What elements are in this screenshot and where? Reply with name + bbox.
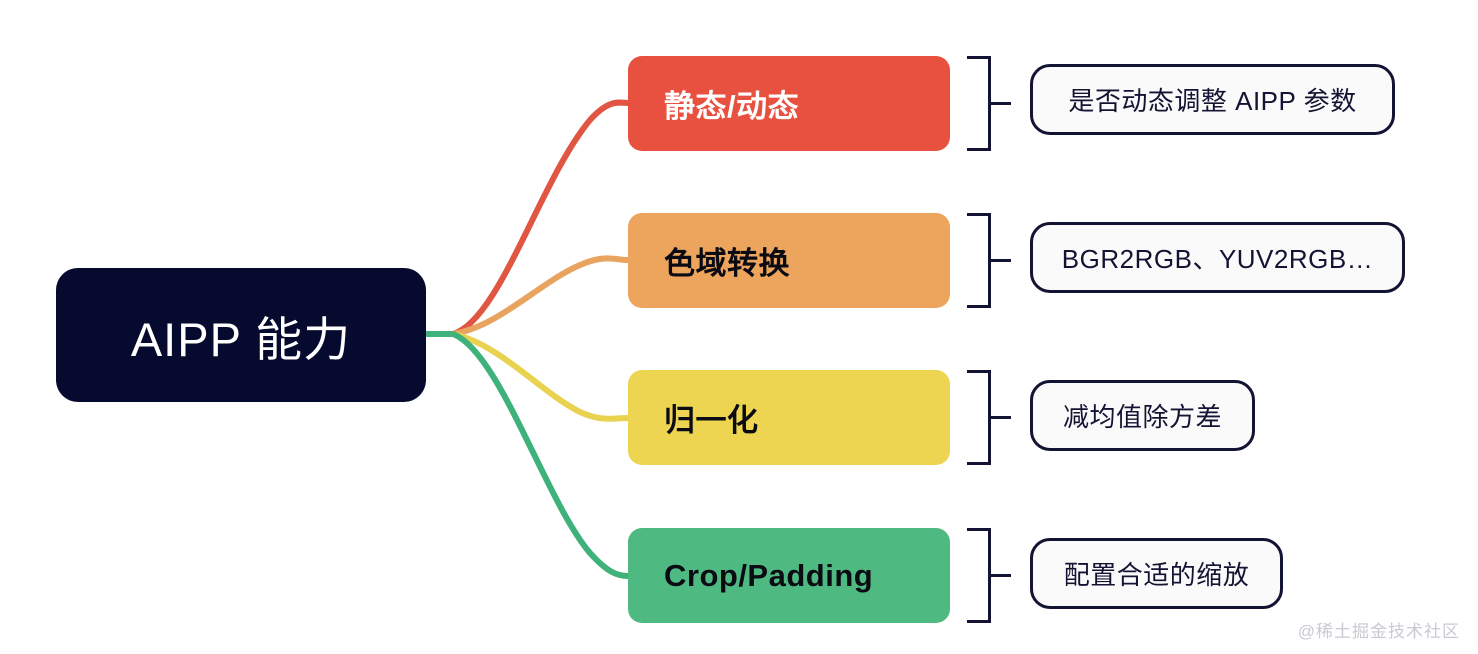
- connector-branch-1: [450, 99, 631, 337]
- detail-node-color-space[interactable]: BGR2RGB、YUV2RGB…: [1030, 222, 1405, 293]
- root-node[interactable]: AIPP 能力: [56, 268, 426, 402]
- detail-node-label: BGR2RGB、YUV2RGB…: [1061, 244, 1374, 274]
- connector-branch-3: [450, 331, 631, 422]
- branch-node-label: 色域转换: [664, 246, 790, 281]
- branch-node-color-space[interactable]: 色域转换: [628, 213, 950, 308]
- detail-node-label: 减均值除方差: [1062, 402, 1222, 432]
- detail-node-label: 是否动态调整 AIPP 参数: [1068, 86, 1357, 116]
- connector-branch-2: [450, 255, 631, 337]
- bracket-stem-4: [991, 574, 1011, 577]
- bracket-connector-3: [967, 370, 991, 465]
- detail-node-label: 配置合适的缩放: [1063, 560, 1250, 590]
- watermark: @稀土掘金技术社区: [1297, 622, 1460, 641]
- branch-node-crop-padding[interactable]: Crop/Padding: [628, 528, 950, 623]
- detail-node-crop-padding[interactable]: 配置合适的缩放: [1030, 538, 1283, 609]
- bracket-connector-1: [967, 56, 991, 151]
- root-node-label: AIPP 能力: [130, 312, 352, 366]
- detail-node-normalization[interactable]: 减均值除方差: [1030, 380, 1255, 451]
- branch-node-label: 静态/动态: [664, 89, 800, 124]
- bracket-stem-3: [991, 416, 1011, 419]
- bracket-stem-1: [991, 102, 1011, 105]
- connector-branch-4: [450, 331, 631, 579]
- bracket-stem-2: [991, 259, 1011, 262]
- branch-node-normalization[interactable]: 归一化: [628, 370, 950, 465]
- branch-node-label: 归一化: [664, 403, 759, 438]
- branch-node-static-dynamic[interactable]: 静态/动态: [628, 56, 950, 151]
- branch-node-label: Crop/Padding: [664, 557, 874, 593]
- detail-node-static-dynamic[interactable]: 是否动态调整 AIPP 参数: [1030, 64, 1395, 135]
- bracket-connector-4: [967, 528, 991, 623]
- bracket-connector-2: [967, 213, 991, 308]
